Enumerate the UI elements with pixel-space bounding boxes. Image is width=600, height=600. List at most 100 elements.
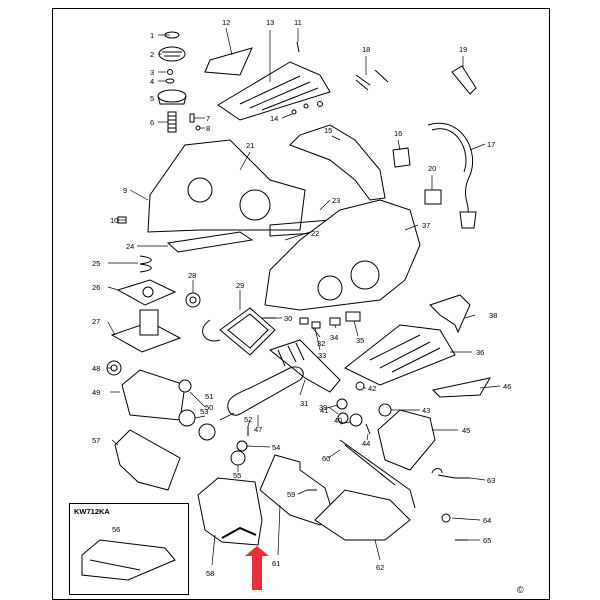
part-14-screw — [291, 109, 297, 115]
part-label-47: 47 — [254, 425, 262, 434]
part-label-40: 40 — [334, 416, 342, 425]
part-label-26: 26 — [92, 283, 100, 292]
part-label-36: 36 — [476, 348, 484, 357]
part-17-cord — [427, 122, 474, 213]
part-label-28: 28 — [188, 271, 196, 280]
part-28-bearing — [185, 292, 201, 308]
part-4-washer — [165, 78, 175, 84]
part-label-7: 7 — [206, 114, 210, 123]
part-label-27: 27 — [92, 317, 100, 326]
part-44-key — [365, 423, 371, 435]
part-label-25: 25 — [92, 259, 100, 268]
part-label-41: 41 — [320, 406, 328, 415]
part-label-30: 30 — [284, 314, 292, 323]
part-27-base — [110, 321, 182, 353]
part-61-guide — [259, 454, 336, 526]
part-53-washer — [198, 423, 216, 441]
part-label-39: 39 — [319, 403, 327, 412]
part-label-45: 45 — [462, 426, 470, 435]
part-37-main-housing — [264, 199, 421, 311]
part-label-13: 13 — [266, 18, 274, 27]
part-3-screw — [167, 69, 173, 75]
part-36-shoe — [344, 324, 456, 386]
part-label-50: 50 — [205, 403, 213, 412]
part-label-65: 65 — [483, 536, 491, 545]
part-41-gear — [337, 412, 349, 424]
part-label-51: 51 — [205, 392, 213, 401]
part-label-42: 42 — [368, 384, 376, 393]
part-63-spanner — [431, 468, 470, 479]
part-42-spacer — [355, 381, 365, 391]
part-label-55: 55 — [233, 471, 241, 480]
part-8-ball — [195, 125, 201, 131]
part-label-60: 60 — [322, 454, 330, 463]
part-38-deflector — [429, 294, 471, 334]
part-60-fence — [339, 439, 416, 509]
part-20-capacitor — [424, 189, 442, 205]
part-label-61: 61 — [272, 559, 280, 568]
part-labels: 1 2 3 4 5 6 7 8 9 10 11 12 13 14 15 16 1… — [92, 18, 511, 578]
part-56-fence-guide — [81, 539, 176, 581]
part-label-23: 23 — [332, 196, 340, 205]
part-62-base-plate — [314, 489, 411, 541]
part-64-screw — [441, 513, 451, 523]
part-label-1: 1 — [150, 31, 154, 40]
part-label-57: 57 — [92, 436, 100, 445]
part-label-5: 5 — [150, 94, 154, 103]
part-39-washer — [336, 398, 348, 410]
part-7-pin — [189, 113, 195, 123]
part-label-46: 46 — [503, 382, 511, 391]
part-label-54: 54 — [272, 443, 280, 452]
part-label-8: 8 — [206, 124, 210, 133]
part-label-49: 49 — [92, 388, 100, 397]
part-label-12: 12 — [222, 18, 230, 27]
part-16-switch — [392, 147, 411, 168]
part-40-bearing — [349, 413, 363, 427]
part-label-15: 15 — [324, 126, 332, 135]
part-51-bearing — [178, 409, 196, 427]
part-label-9: 9 — [123, 186, 127, 195]
part-label-43: 43 — [422, 406, 430, 415]
part-label-20: 20 — [428, 164, 436, 173]
part-17-plug — [459, 211, 477, 229]
part-19-cord-guard — [451, 65, 477, 95]
part-label-62: 62 — [376, 563, 384, 572]
part-label-11: 11 — [294, 18, 302, 27]
part-label-34: 34 — [330, 333, 338, 342]
part-57-dust-chute — [114, 429, 181, 491]
part-55-pulley — [230, 450, 246, 466]
part-12-sheet — [204, 47, 253, 76]
part-label-48: 48 — [92, 364, 100, 373]
part-5-adjuster — [157, 89, 187, 103]
part-label-31: 31 — [300, 399, 308, 408]
part-label-14: 14 — [270, 114, 278, 123]
part-label-17: 17 — [487, 140, 495, 149]
part-54-gear — [236, 440, 248, 452]
part-label-19: 19 — [459, 45, 467, 54]
red-arrow-icon — [245, 546, 269, 590]
part-49-cutter-block — [121, 369, 186, 421]
inset-box: KW712KA — [69, 503, 189, 595]
part-24-plate — [166, 231, 254, 253]
part-27-cylinder — [139, 309, 159, 336]
part-47-belt — [227, 366, 304, 416]
part-label-24: 24 — [126, 242, 134, 251]
part-label-33: 33 — [318, 351, 326, 360]
part-46-sheet — [431, 377, 492, 398]
leader-lines — [107, 27, 501, 566]
part-26-bracket — [116, 279, 177, 306]
part-43-pulley — [378, 403, 392, 417]
part-label-18: 18 — [362, 45, 370, 54]
part-18-terminal — [355, 69, 389, 91]
part-label-22: 22 — [311, 229, 319, 238]
part-15-handle — [289, 124, 386, 201]
part-label-52: 52 — [244, 415, 252, 424]
part-label-44: 44 — [362, 439, 370, 448]
inset-title: KW712KA — [74, 507, 110, 516]
part-35-brush-holder — [345, 311, 361, 322]
part-label-35: 35 — [356, 336, 364, 345]
part-13-cover — [217, 61, 331, 121]
part-label-56: 56 — [112, 525, 120, 534]
part-45-drum-cover — [377, 409, 436, 471]
